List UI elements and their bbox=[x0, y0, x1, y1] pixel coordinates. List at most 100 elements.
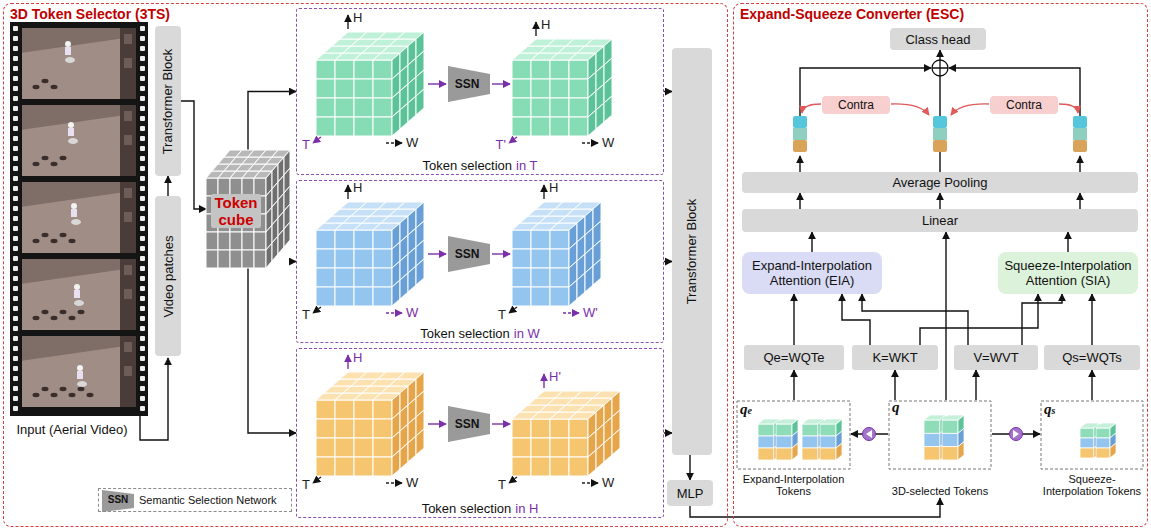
axis-arrow bbox=[386, 312, 402, 313]
film-hole bbox=[13, 226, 18, 231]
axis-label: W bbox=[406, 136, 418, 150]
film-hole bbox=[13, 196, 18, 201]
film-hole bbox=[140, 86, 145, 91]
cube-cell bbox=[335, 98, 354, 117]
node-label: Expand-Interpolation Tokens bbox=[736, 473, 851, 497]
cube-cell bbox=[316, 287, 335, 306]
cube-cell bbox=[569, 280, 577, 306]
node-label: Token selection bbox=[422, 501, 512, 516]
film-hole bbox=[13, 176, 18, 181]
axis-label: H bbox=[353, 11, 362, 25]
axis-arrow bbox=[386, 142, 402, 143]
video-bike bbox=[60, 387, 67, 391]
axis-label: T bbox=[302, 138, 310, 152]
cube-cell bbox=[588, 110, 596, 136]
film-hole bbox=[140, 176, 145, 181]
connector-arrow bbox=[1091, 294, 1092, 345]
video-object bbox=[65, 57, 75, 63]
cube-cell bbox=[550, 60, 569, 79]
cube-cell bbox=[316, 98, 335, 117]
film-hole bbox=[140, 26, 145, 31]
token-symbol: qe bbox=[740, 401, 752, 418]
token-part bbox=[1096, 428, 1110, 438]
cube-cell bbox=[569, 457, 588, 476]
film-hole bbox=[140, 46, 145, 51]
token-frame bbox=[889, 401, 991, 469]
video-bike bbox=[60, 233, 67, 237]
cube-cell bbox=[604, 96, 612, 122]
feature-icon bbox=[793, 128, 807, 140]
query-box: Qe=WQTe bbox=[744, 345, 844, 370]
cube-cell bbox=[550, 117, 569, 136]
axis-arrow bbox=[386, 482, 402, 483]
token-frame bbox=[737, 401, 850, 469]
interpolate-symbol bbox=[1010, 428, 1023, 441]
node-label: Class head bbox=[905, 32, 970, 47]
axis-arrow bbox=[543, 185, 544, 199]
cube-cell bbox=[531, 249, 550, 268]
video-person bbox=[68, 128, 74, 136]
video-person bbox=[74, 290, 80, 298]
film-hole bbox=[140, 276, 145, 281]
cube-cell bbox=[284, 222, 290, 247]
cube-cell bbox=[335, 230, 354, 249]
node-label: Qe=WQTe bbox=[763, 350, 824, 365]
connector-arrow bbox=[793, 294, 794, 345]
film-hole bbox=[13, 236, 18, 241]
value-box: V=WVT bbox=[954, 345, 1038, 370]
film-hole bbox=[140, 56, 145, 61]
cube-cell bbox=[531, 287, 550, 306]
node-label: Transformer Block bbox=[685, 199, 700, 305]
film-hole bbox=[140, 116, 145, 121]
cube-cell bbox=[316, 230, 335, 249]
transformer-block: Transformer Block bbox=[672, 48, 712, 455]
video-bike bbox=[51, 162, 58, 166]
attention-box: Squeeze-Interpolation Attention (SIA) bbox=[998, 252, 1138, 294]
feature-icon bbox=[1073, 140, 1087, 152]
ssn-trapezoid bbox=[448, 236, 490, 272]
video-building bbox=[120, 336, 136, 407]
film-hole bbox=[13, 26, 18, 31]
cube-cell bbox=[531, 98, 550, 117]
cube-cell bbox=[316, 457, 335, 476]
cube-cell bbox=[512, 230, 531, 249]
transformer-block: Transformer Block bbox=[155, 26, 181, 176]
film-hole bbox=[13, 396, 18, 401]
axis-label: T bbox=[302, 308, 310, 322]
video-window bbox=[124, 342, 132, 352]
connector-arrow bbox=[167, 176, 168, 196]
cube-cell bbox=[569, 79, 588, 98]
cube-cell bbox=[512, 419, 531, 438]
cube-cell bbox=[512, 287, 531, 306]
cube-cell bbox=[596, 103, 604, 129]
film-hole bbox=[140, 406, 145, 411]
video-person bbox=[65, 41, 71, 47]
label-anchor: T' bbox=[496, 138, 506, 152]
axis-arrow bbox=[313, 477, 321, 483]
axis-arrow bbox=[509, 477, 517, 483]
film-hole bbox=[13, 306, 18, 311]
connector-arrow bbox=[181, 101, 206, 209]
node-label: Linear bbox=[922, 213, 958, 228]
cube-cell bbox=[550, 98, 569, 117]
axis-arrow bbox=[347, 185, 348, 199]
cube-cell bbox=[531, 438, 550, 457]
axis-arrow bbox=[509, 307, 517, 313]
token-cube-drawing bbox=[316, 372, 424, 476]
video-person bbox=[71, 209, 77, 217]
film-hole bbox=[140, 356, 145, 361]
feature-icon bbox=[933, 128, 947, 140]
node-sublabel: in T bbox=[516, 158, 537, 173]
video-bike bbox=[33, 239, 40, 243]
video-object bbox=[71, 219, 81, 225]
token-frame bbox=[1041, 401, 1143, 469]
label-anchor: T bbox=[302, 308, 310, 322]
cube-cell bbox=[230, 232, 242, 250]
connector-arrow bbox=[939, 193, 940, 209]
contra-arrow bbox=[891, 104, 929, 115]
video-person bbox=[71, 203, 77, 209]
cube-cell bbox=[354, 438, 373, 457]
node-label: 3D-selected Tokens bbox=[892, 485, 988, 497]
cube-cell bbox=[569, 117, 588, 136]
